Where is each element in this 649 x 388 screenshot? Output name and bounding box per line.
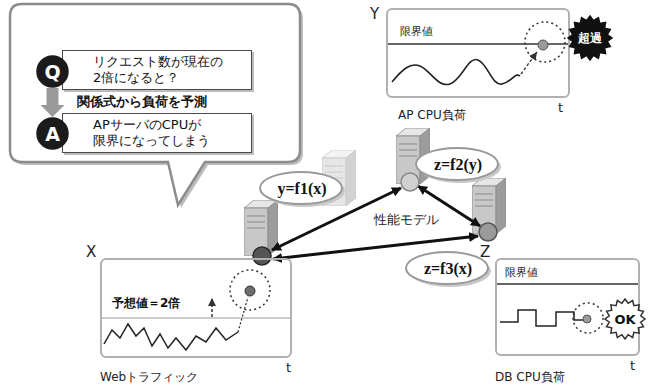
formula-text: z=f2(y): [434, 156, 482, 174]
burst-shape: [605, 299, 645, 339]
text-slot: t: [630, 358, 635, 373]
circle-shape: [37, 118, 68, 149]
data-dot: [245, 286, 255, 296]
icon-letter: A: [45, 123, 60, 145]
highlight-circle: [230, 270, 270, 310]
text-group: OK: [614, 312, 635, 327]
answer-icon: A: [36, 117, 69, 150]
chart-frame: X予想値＝2倍tWebトラフィック: [100, 258, 292, 358]
formula-text: z=f3(x): [424, 260, 472, 278]
chart-caption: Webトラフィック: [100, 370, 198, 384]
trend-line: [238, 297, 248, 332]
axis-label: X: [86, 244, 96, 261]
limit-label: 限界値: [400, 25, 433, 38]
text-slot: Webトラフィック: [100, 370, 198, 384]
text-group: z=f3(x): [424, 260, 472, 278]
data-dot: [583, 315, 591, 323]
group-label: 性能モデル: [372, 212, 441, 228]
limit-line: [497, 283, 638, 285]
formula-text: y=f1(x): [277, 180, 326, 198]
text-slot: 予想値＝2倍: [112, 296, 180, 310]
chart-frame: Y限界値tAP CPU負荷超過: [386, 8, 570, 98]
answer-text: APサーバのCPUが 限界になってしまう: [93, 117, 213, 149]
trend-arrow: [521, 52, 537, 74]
limit-label: 限界値: [505, 266, 538, 279]
data-dot: [538, 40, 548, 50]
text-slot: DB CPU負荷: [495, 370, 565, 384]
axis-label: t: [286, 360, 291, 375]
question-icon: Q: [36, 55, 69, 88]
speech-bubble: [10, 4, 300, 205]
model-node: [479, 223, 497, 241]
formula-bubble: z=f3(x): [404, 250, 492, 288]
text-slot: t: [286, 360, 291, 375]
text-group: 超過: [578, 31, 602, 45]
text-group: リクエスト数が現在の 2倍になると？: [93, 54, 229, 86]
badge-text: OK: [614, 312, 635, 327]
burst-shape: [568, 16, 612, 60]
ellipse-shape: [406, 252, 488, 284]
text-slot: Y: [370, 6, 379, 23]
text-group: Q: [44, 61, 60, 83]
axis-label: t: [558, 100, 563, 115]
alert-badge: 超過: [567, 15, 613, 61]
formula-bubble: y=f1(x): [258, 170, 346, 208]
text-slot: 限界値: [505, 266, 538, 279]
text-slot: 限界値: [400, 25, 433, 38]
forecast-label: 予想値＝2倍: [112, 296, 180, 310]
text-group: z=f2(y): [434, 156, 482, 174]
text-slot: t: [558, 100, 563, 115]
ok-badge: OK: [604, 298, 646, 340]
ellipse-shape: [260, 172, 342, 204]
model-node: [401, 173, 419, 191]
text-group: APサーバのCPUが 限界になってしまう: [93, 117, 213, 149]
model-node: [253, 247, 271, 265]
load-curve: [392, 60, 520, 85]
formula-bubble: z=f2(y): [414, 146, 502, 184]
question-text: リクエスト数が現在の 2倍になると？: [93, 54, 229, 86]
badge-text: 超過: [578, 31, 602, 45]
axis-label: Z: [480, 244, 490, 261]
icon-letter: Q: [44, 61, 60, 83]
axis-label: Y: [370, 6, 379, 23]
text-group: A: [45, 123, 60, 145]
ellipse-shape: [416, 148, 498, 180]
text-slot: AP CPU負荷: [398, 108, 466, 122]
text-group: y=f1(x): [277, 180, 326, 198]
edge-label-slot: 関係式から負荷を予測: [77, 94, 207, 110]
text-slot: X: [86, 244, 96, 261]
flow-arrow: [47, 88, 59, 105]
edge-label: 関係式から負荷を予測: [77, 94, 207, 110]
circle-shape: [37, 56, 68, 87]
highlight-circle: [525, 22, 565, 62]
level-line: [102, 318, 290, 319]
highlight-circle: [573, 303, 603, 333]
axis-label: t: [630, 358, 635, 373]
text-slot: Z: [480, 244, 490, 261]
answer-box: APサーバのCPUが 限界になってしまう: [62, 113, 252, 153]
label-slot: 性能モデル: [372, 212, 441, 228]
question-box: リクエスト数が現在の 2倍になると？: [62, 50, 252, 90]
chart-frame: Z限界値tDB CPU負荷OK: [495, 258, 640, 356]
chart-caption: DB CPU負荷: [495, 370, 565, 384]
forecast-arrow: [211, 298, 213, 317]
traffic-curve: [104, 324, 238, 350]
chart-caption: AP CPU負荷: [398, 108, 466, 122]
